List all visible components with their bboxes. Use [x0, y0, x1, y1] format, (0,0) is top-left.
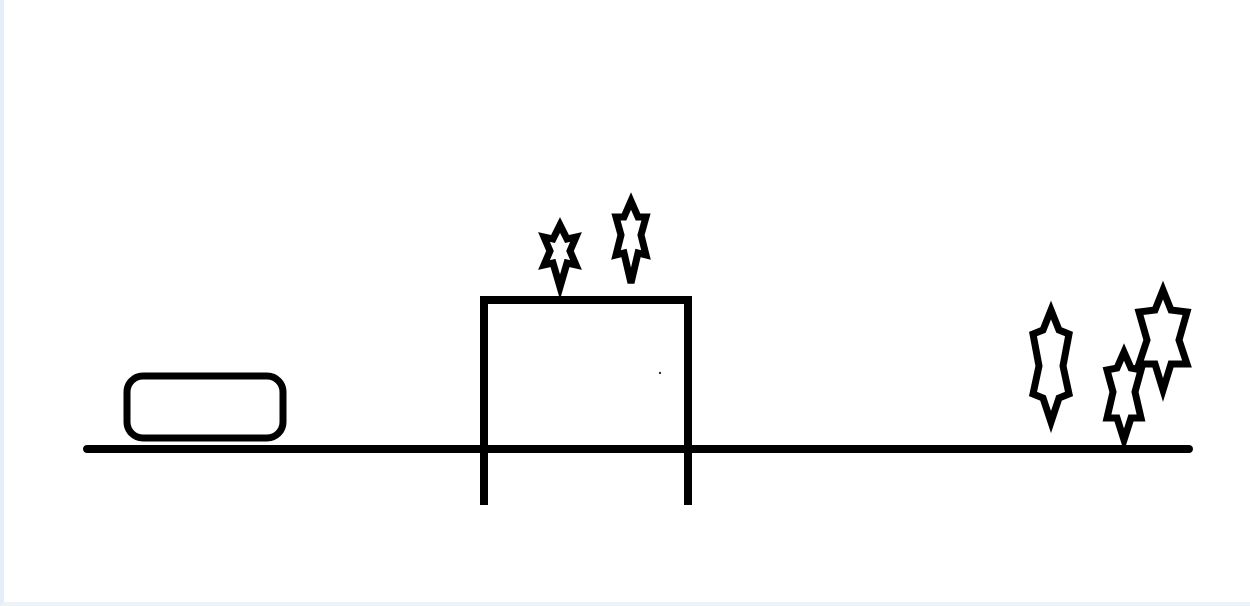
debris-dot — [659, 372, 661, 374]
collectible-star-3[interactable] — [1033, 310, 1069, 422]
star-gem-icon — [544, 225, 576, 287]
obstacle-box — [484, 300, 688, 505]
collectible-star-1[interactable] — [544, 225, 576, 287]
star-gem-icon — [1139, 290, 1187, 390]
star-gem-icon — [1033, 310, 1069, 422]
collectible-star-2[interactable] — [616, 201, 646, 283]
player-block[interactable] — [127, 376, 283, 438]
collectible-star-5[interactable] — [1139, 290, 1187, 390]
star-gem-icon — [616, 201, 646, 283]
level-canvas — [4, 0, 1250, 602]
